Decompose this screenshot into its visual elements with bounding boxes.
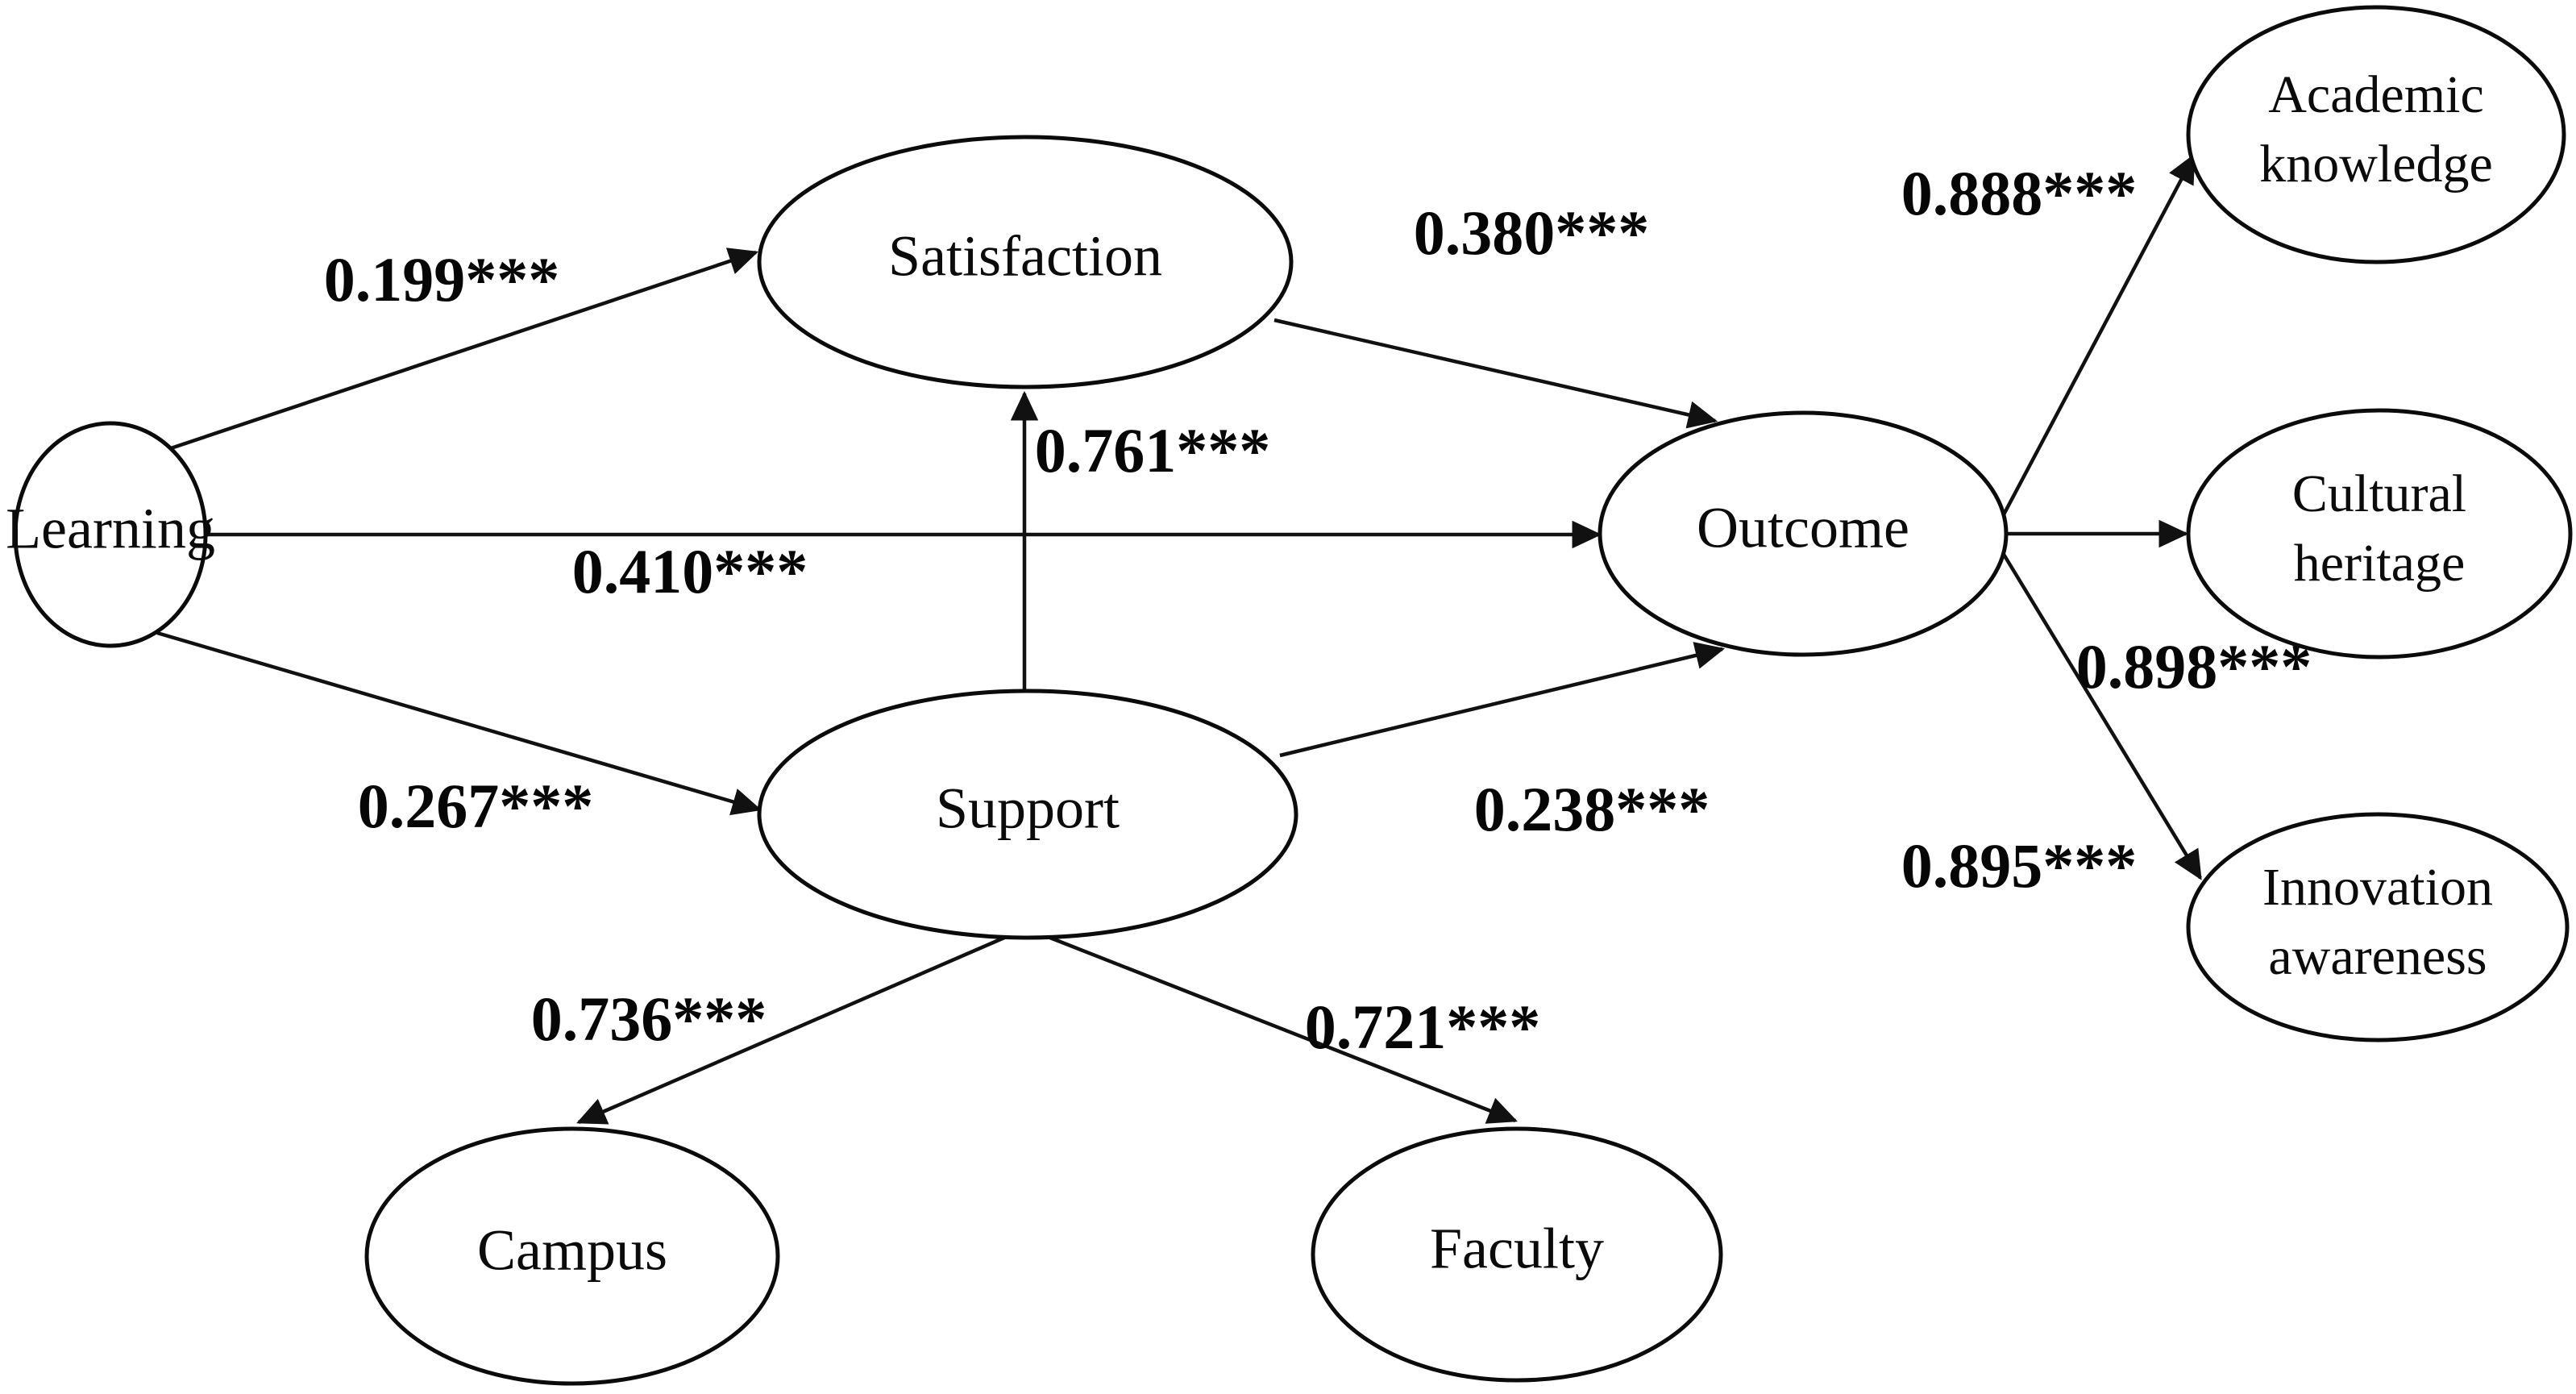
node-ellipse-cultural-heritage — [2186, 408, 2573, 660]
node-label-innovation-awareness: Innovation — [2262, 858, 2493, 917]
node-label-cultural-heritage: heritage — [2294, 534, 2466, 593]
edge-labels-layer: 0.199*** 0.410*** 0.267*** 0.380*** 0.761***… — [324, 158, 2312, 1062]
node-label-academic-knowledge: Academic — [2268, 65, 2484, 124]
edge-label-outcome-cultural: 0.898*** — [2076, 631, 2312, 701]
node-label-satisfaction: Satisfaction — [888, 224, 1162, 289]
node-ellipse-innovation-awareness — [2186, 812, 2570, 1042]
node-ellipse-outcome — [1598, 410, 2009, 657]
node-label-learning: Learning — [6, 497, 215, 561]
edge-label-support-satisfaction: 0.761*** — [1035, 415, 1271, 485]
node-label-cultural-heritage: Cultural — [2292, 464, 2466, 523]
edge-satisfaction-outcome — [1273, 318, 1718, 429]
edge-outcome-academic — [2001, 153, 2196, 518]
edges-layer — [156, 153, 2202, 1125]
node-campus[interactable]: Campus — [364, 1126, 780, 1386]
edge-label-support-outcome: 0.238*** — [1474, 774, 1710, 844]
edge-label-outcome-academic: 0.888*** — [1901, 158, 2138, 228]
edge-label-learning-outcome: 0.410*** — [572, 536, 808, 606]
node-ellipse-support — [757, 689, 1298, 940]
edge-outcome-innovation — [2001, 551, 2202, 880]
node-ellipse-academic-knowledge — [2186, 5, 2566, 264]
node-outcome[interactable]: Outcome — [1598, 410, 2009, 657]
node-academic-knowledge[interactable]: Academic knowledge — [2186, 5, 2566, 264]
edge-support-faculty — [1043, 933, 1518, 1124]
node-ellipse-faculty — [1311, 1126, 1723, 1383]
edge-label-support-campus: 0.736*** — [531, 984, 767, 1054]
node-support[interactable]: Support — [757, 689, 1298, 940]
node-faculty[interactable]: Faculty — [1311, 1126, 1723, 1383]
edge-label-learning-support: 0.267*** — [358, 771, 594, 841]
edge-label-learning-satisfaction: 0.199*** — [324, 244, 560, 314]
node-label-outcome: Outcome — [1697, 496, 1909, 560]
edge-support-campus — [576, 933, 1011, 1125]
node-ellipse-campus — [364, 1126, 780, 1386]
node-label-campus: Campus — [477, 1218, 667, 1283]
node-label-academic-knowledge: knowledge — [2259, 135, 2493, 193]
edge-learning-support — [156, 630, 762, 816]
edge-learning-satisfaction — [163, 248, 759, 453]
node-label-faculty: Faculty — [1430, 1217, 1604, 1281]
edge-label-support-faculty: 0.721*** — [1305, 992, 1541, 1062]
node-label-innovation-awareness: awareness — [2268, 927, 2487, 986]
edge-support-outcome — [1279, 642, 1726, 758]
node-label-support: Support — [936, 776, 1120, 841]
edge-label-outcome-innovation: 0.895*** — [1901, 830, 2138, 901]
node-satisfaction[interactable]: Satisfaction — [757, 135, 1294, 389]
node-innovation-awareness[interactable]: Innovation awareness — [2186, 812, 2570, 1042]
node-cultural-heritage[interactable]: Cultural heritage — [2186, 408, 2573, 660]
node-ellipse-satisfaction — [757, 135, 1294, 389]
edge-label-satisfaction-outcome: 0.380*** — [1414, 198, 1650, 268]
node-learning[interactable]: Learning — [6, 421, 215, 648]
node-ellipse-learning — [13, 421, 208, 648]
